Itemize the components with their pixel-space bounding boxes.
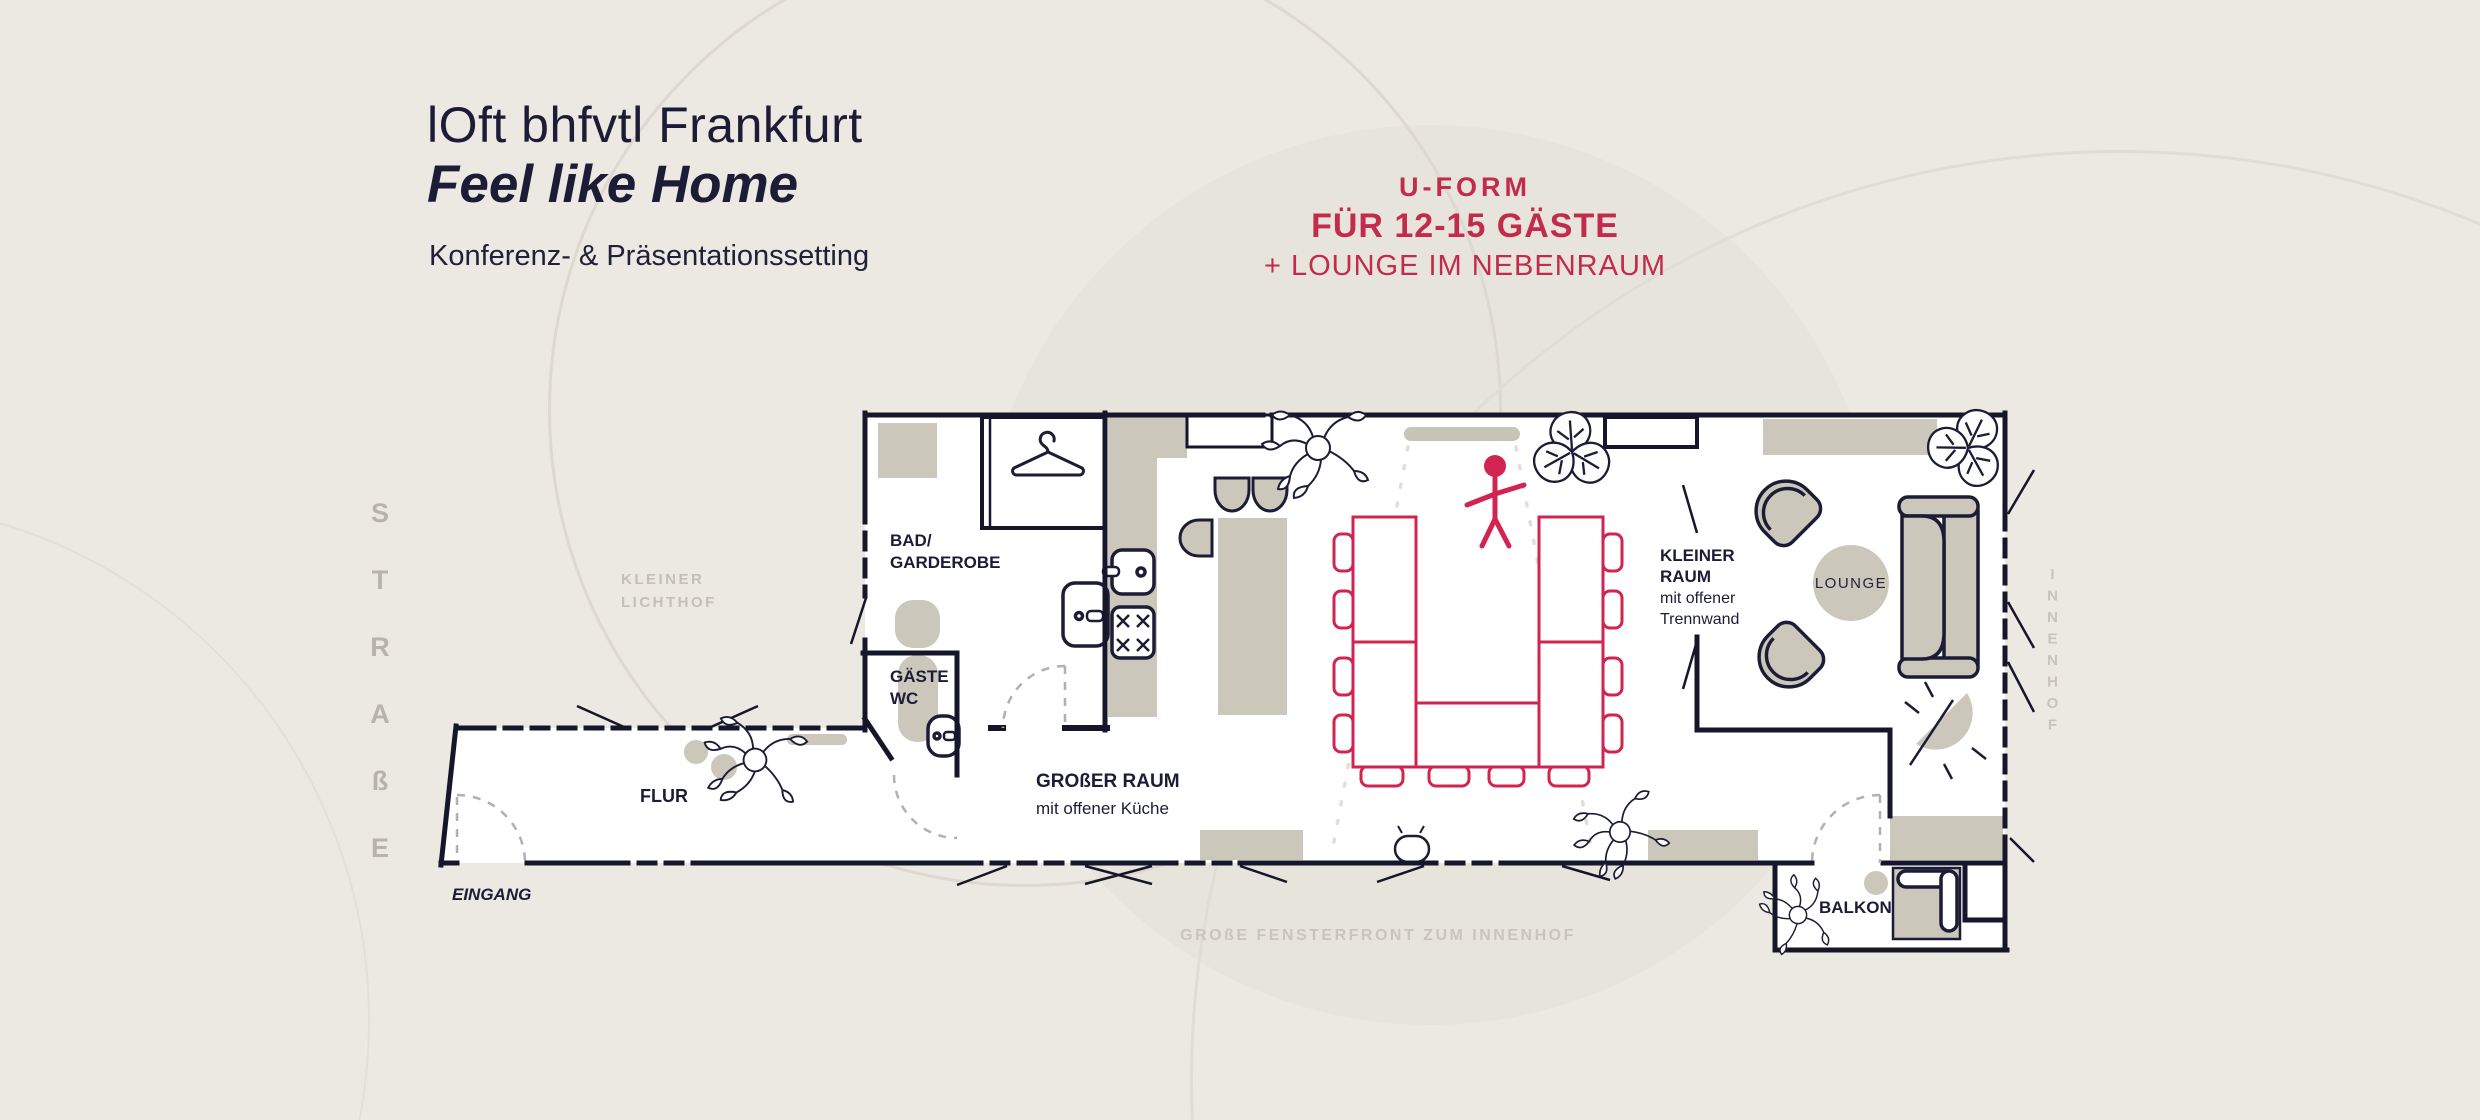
room-label-bad: BAD/ GARDEROBE xyxy=(890,531,1001,573)
street-label: STRAßE xyxy=(365,498,395,900)
room-label-grosser-raum: GROßER RAUM mit offener Küche xyxy=(1036,771,1180,818)
setting-info: U-FORM FÜR 12-15 GÄSTE + LOUNGE IM NEBEN… xyxy=(1225,172,1705,283)
presentation-screen xyxy=(1404,427,1520,441)
window-ticks xyxy=(576,469,2036,887)
page-tagline: Konferenz- & Präsentationssetting xyxy=(429,240,870,272)
window-front-label: GROßE FENSTERFRONT ZUM INNENHOF xyxy=(1180,927,1576,944)
lounge-table xyxy=(1813,545,1889,621)
lichthof-label: KLEINER LICHTHOF xyxy=(621,571,717,612)
lounge-rug-bottom xyxy=(1890,816,2003,860)
kitchen-cabinet xyxy=(1108,417,1187,458)
hall-stool xyxy=(684,740,708,764)
kitchen-door-swing xyxy=(1001,664,1067,729)
room-label-wc: GÄSTE WC xyxy=(890,667,949,709)
setting-type: U-FORM xyxy=(1399,172,1531,202)
page-title: lOft bhfvtl Frankfurt xyxy=(427,97,863,153)
room-label-kleiner-raum: KLEINER RAUM mit offener Trennwand xyxy=(1660,546,1740,628)
kitchen-island xyxy=(1218,518,1287,715)
u-form-tables xyxy=(1351,515,1605,769)
wardrobe xyxy=(980,415,1107,530)
page-subtitle: Feel like Home xyxy=(427,155,799,214)
furniture-fills xyxy=(684,417,2003,860)
wc-door-swing xyxy=(892,774,958,840)
bath-fixtures xyxy=(926,413,1431,864)
shower-square xyxy=(878,423,937,478)
room-label-flur: FLUR xyxy=(640,786,688,806)
entrance-label: EINGANG xyxy=(452,885,532,904)
balcony-door-swing xyxy=(1810,793,1882,864)
lounge-label: LOUNGE xyxy=(1814,575,1888,592)
u-form-setup xyxy=(1332,515,1624,788)
sideboard-left xyxy=(1200,830,1303,860)
hall-stool xyxy=(711,754,737,780)
walls xyxy=(438,410,2010,953)
room-label-balkon: BALKON xyxy=(1819,898,1892,917)
floor-lamp xyxy=(1904,681,1987,780)
stove xyxy=(1110,605,1156,660)
presenter-figure-icon xyxy=(1464,455,1527,549)
courtyard-label: INNENHOF xyxy=(2044,566,2061,738)
door-swings xyxy=(455,664,1882,864)
toilet xyxy=(926,714,961,758)
balcony-furniture xyxy=(1864,866,1962,941)
lounge-rug-top xyxy=(1763,419,1937,455)
washbasin xyxy=(1061,581,1110,648)
setting-extra: + LOUNGE IM NEBENRAUM xyxy=(1263,250,1667,282)
lounge-furniture xyxy=(1741,466,1987,780)
corner-bench xyxy=(1896,869,1959,933)
entrance-door-swing xyxy=(455,793,527,864)
sofa xyxy=(1897,495,1980,679)
kitchen-niche xyxy=(1185,413,1274,449)
hanger-icon xyxy=(1011,430,1085,477)
setting-capacity: FÜR 12-15 GÄSTE xyxy=(1311,207,1619,245)
